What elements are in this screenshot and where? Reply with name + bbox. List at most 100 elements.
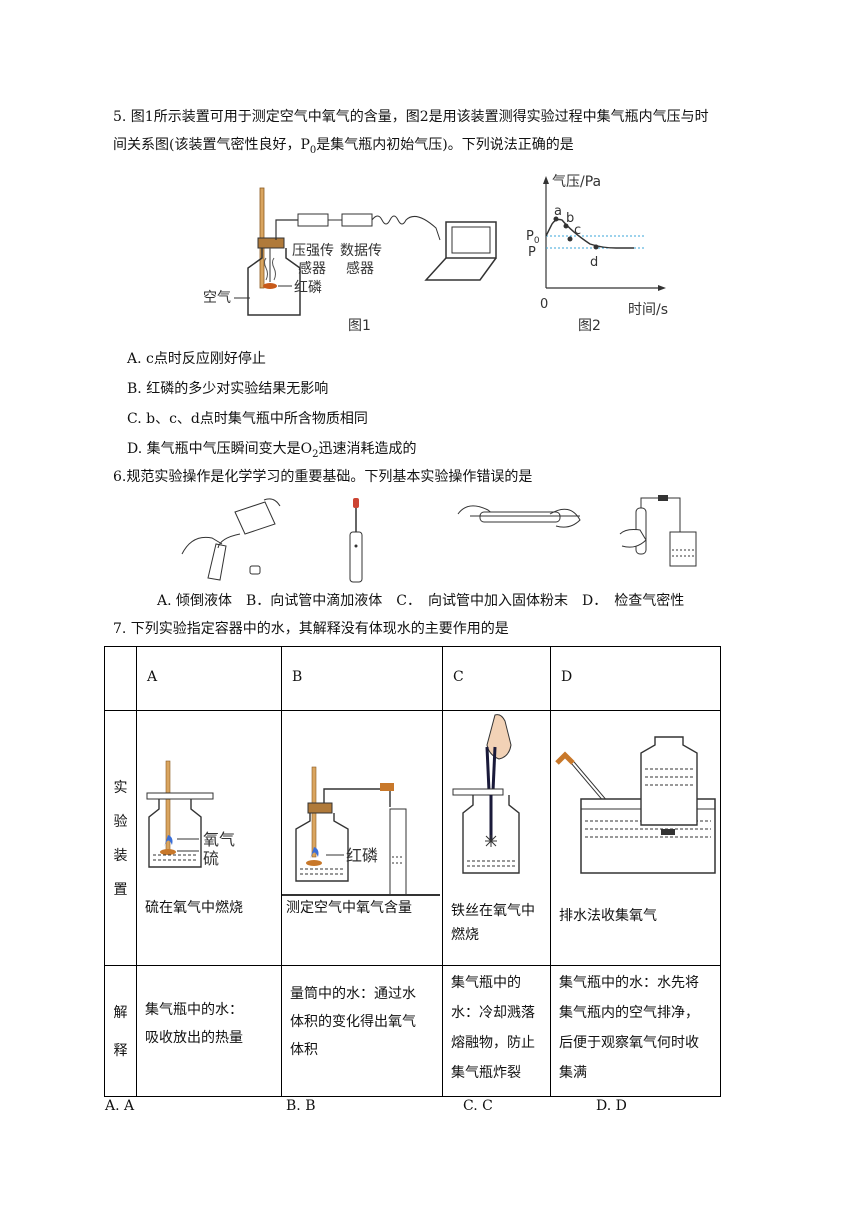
row2-label-char: 释 <box>113 1043 128 1059</box>
q6-operation-figures <box>181 495 697 583</box>
label-phosphorus-b: 红磷 <box>346 846 378 865</box>
oxygen-content-figure: 红磷 <box>282 766 440 896</box>
q5-figure2-chart: 气压/Pa 时间/s 0 P0 P a b c d 图2 <box>526 174 668 333</box>
point-d <box>593 244 599 250</box>
cable-icon <box>371 215 441 241</box>
point-b <box>563 223 569 229</box>
explain-d-line: 集满 <box>559 1065 587 1081</box>
gas-bottle-icon <box>148 799 202 868</box>
label-sensor1-l1: 压强传 <box>292 243 334 259</box>
q7-device-d: 排水法收集氧气 <box>550 710 721 966</box>
q5-stem-line2: 间关系图(该装置气密性良好，P0是集气瓶内初始气压)。下列说法正确的是 <box>113 134 574 156</box>
q7-header-row: A B C D <box>104 646 721 711</box>
fig1-caption: 图1 <box>348 318 371 334</box>
p-label: P <box>528 245 536 260</box>
row1-label-char: 验 <box>113 814 128 830</box>
measuring-cylinder-icon <box>389 808 407 896</box>
laptop-icon <box>445 221 497 259</box>
point-a-label: a <box>554 204 562 219</box>
label-air: 空气 <box>203 290 231 306</box>
fig2-caption: 图2 <box>578 318 601 333</box>
label-sensor1-l2: 感器 <box>298 260 326 277</box>
q7-explain-c: 集气瓶中的 水：冷却溅落 熔融物，防止 集气瓶炸裂 <box>442 965 551 1097</box>
point-b-label: b <box>566 211 574 226</box>
collecting-bottle-icon <box>640 736 698 826</box>
explain-c-line: 集气瓶中的 <box>451 975 521 991</box>
q7-header-a: A <box>136 646 282 711</box>
red-phosphorus-icon <box>263 283 277 289</box>
explain-b-line: 体积的变化得出氧气 <box>290 1014 416 1030</box>
point-c <box>567 236 573 242</box>
q7-device-c: 铁丝在氧气中 燃烧 <box>442 710 551 966</box>
pouring-liquid-icon <box>181 498 281 581</box>
glass-plate-icon <box>452 788 504 796</box>
gas-bottle-icon <box>295 813 349 882</box>
row1-label-char: 置 <box>113 882 128 898</box>
q7-explain-d: 集气瓶中的水：水先将 集气瓶内的空气排净， 后便于观察氧气何时收 集满 <box>550 965 721 1097</box>
explain-b-line: 体积 <box>290 1042 318 1058</box>
q5-stem-line1: 5. 图1所示装置可用于测定空气中氧气的含量，图2是用该装置测得实验过程中集气瓶… <box>113 109 709 125</box>
q7-answer-c: C. C <box>463 1098 493 1114</box>
caption-b: 测定空气中氧气含量 <box>286 900 412 916</box>
q7-row2-label: 解 释 <box>104 965 137 1097</box>
q7-answer-a: A. A <box>105 1098 135 1114</box>
q7-explanation-row: 解 释 集气瓶中的水： 吸收放出的热量 量筒中的水：通过水 体积的变化得出氧气 … <box>104 965 721 1097</box>
stopper-icon <box>257 237 285 249</box>
connecting-tube-icon <box>323 788 391 807</box>
row2-label-char: 解 <box>113 1005 128 1021</box>
point-d-label: d <box>590 255 598 270</box>
q7-header-c: C <box>442 646 551 711</box>
q5-option-d-text-a: D. 集气瓶中气压瞬间变大是O <box>127 441 313 457</box>
p0-label: P0 <box>526 229 540 246</box>
check-airtightness-icon <box>619 495 697 567</box>
rubber-tube-icon <box>555 751 575 765</box>
q5-stem-text-a: 间关系图(该装置气密性良好，P <box>113 137 310 153</box>
label-sulfur: 硫 <box>203 849 219 868</box>
pressure-curve <box>545 218 634 249</box>
explain-b-line: 量筒中的水：通过水 <box>290 986 416 1002</box>
point-a <box>553 216 559 222</box>
x-axis-label: 时间/s <box>628 302 668 318</box>
iron-wire-figure <box>452 714 520 874</box>
q7-table: A B C D 实 验 装 置 氧气 <box>104 646 721 1097</box>
q5-option-d: D. 集气瓶中气压瞬间变大是O2迅速消耗造成的 <box>127 438 416 460</box>
explain-d-line: 后便于观察氧气何时收 <box>559 1035 699 1051</box>
pressure-sensor-icon <box>297 213 329 227</box>
clamp-icon <box>380 783 394 791</box>
q7-row1-label: 实 验 装 置 <box>104 710 137 966</box>
q7-corner-cell <box>104 646 137 711</box>
sulfur-spoon-icon <box>160 849 176 855</box>
explain-a-line: 集气瓶中的水： <box>145 1002 243 1018</box>
gas-bottle-icon <box>462 795 520 874</box>
q5-option-a: A. c点时反应刚好停止 <box>127 351 266 367</box>
explain-c-line: 水：冷却溅落 <box>451 1005 535 1021</box>
label-sensor2-l2: 感器 <box>346 260 374 277</box>
tongs-icon <box>485 746 491 792</box>
q5-figure1: 压强传 感器 数据传 感器 红磷 空气 图1 <box>203 187 497 334</box>
q5-stem-text-b: 是集气瓶内初始气压)。下列说法正确的是 <box>316 137 574 153</box>
caption-a: 硫在氧气中燃烧 <box>145 900 243 916</box>
point-c-label: c <box>574 223 581 238</box>
q7-answer-b: B. B <box>286 1098 316 1114</box>
explain-d-line: 集气瓶内的空气排净， <box>559 1005 699 1021</box>
q7-device-b: 红磷 测定空气中氧气含量 <box>281 710 443 966</box>
hand-icon <box>486 714 512 760</box>
q5-option-d-text-b: 迅速消耗造成的 <box>318 441 417 457</box>
sulfur-burning-figure: 氧气 硫 <box>146 760 235 868</box>
label-sensor2-l1: 数据传 <box>340 243 382 259</box>
dropper-icon <box>349 498 363 583</box>
blue-flame-icon <box>310 847 319 859</box>
q7-device-a: 氧气 硫 硫在氧气中燃烧 <box>136 710 282 966</box>
caption-c: 铁丝在氧气中 燃烧 <box>443 899 550 947</box>
bottle-icon <box>247 248 301 316</box>
q5-option-b: B. 红磷的多少对实验结果无影响 <box>127 381 329 397</box>
stopper-icon <box>307 802 333 814</box>
q6-stem: 6.规范实验操作是化学学习的重要基础。下列基本实验操作错误的是 <box>113 469 533 485</box>
explain-c-line: 熔融物，防止 <box>451 1035 535 1051</box>
sparks-icon <box>485 835 497 847</box>
q7-header-b: B <box>281 646 443 711</box>
adding-powder-icon <box>457 505 581 528</box>
q7-header-d: D <box>550 646 721 711</box>
q7-explain-a: 集气瓶中的水： 吸收放出的热量 <box>136 965 282 1097</box>
q6-options: A. 倾倒液体 B．向试管中滴加液体 C． 向试管中加入固体粉末 D． 检查气密… <box>157 593 685 609</box>
